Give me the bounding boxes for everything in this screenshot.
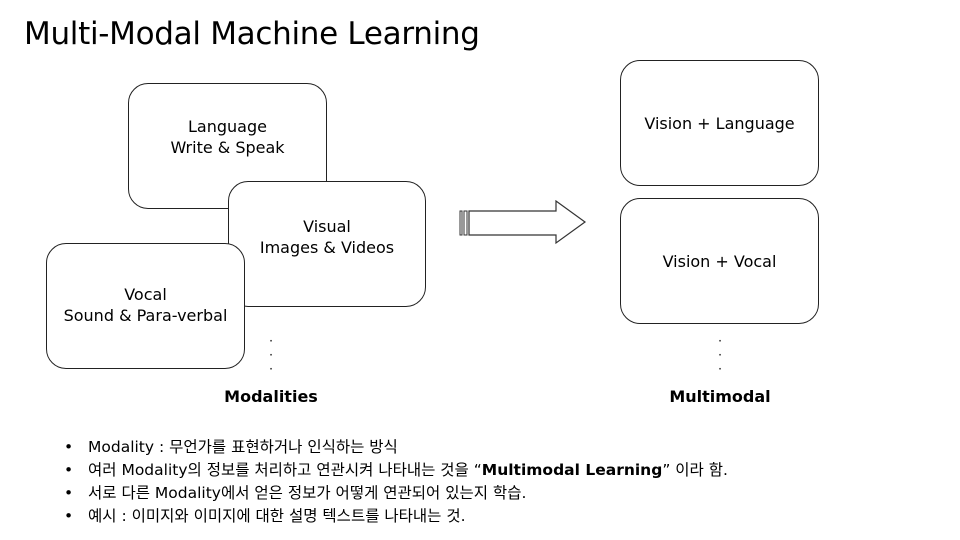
vision-language-label: Vision + Language — [644, 113, 795, 133]
multimodal-continuation-dots: · · · — [718, 334, 722, 376]
language-box: Language Write & Speak — [128, 83, 327, 209]
bullet-list: Modality : 무언가를 표현하거나 인식하는 방식 여러 Modalit… — [64, 436, 728, 528]
modalities-continuation-dots: · · · — [269, 334, 273, 376]
multimodal-label: Multimodal — [669, 387, 771, 406]
bullet-bold-term: Multimodal Learning — [481, 461, 663, 479]
vocal-title: Vocal — [124, 285, 167, 304]
right-arrow-icon — [459, 200, 587, 245]
language-subtitle: Write & Speak — [170, 138, 285, 157]
vision-language-box: Vision + Language — [620, 60, 819, 186]
bullet-item: 예시 : 이미지와 이미지에 대한 설명 텍스트를 나타내는 것. — [64, 505, 728, 528]
bullet-item: Modality : 무언가를 표현하거나 인식하는 방식 — [64, 436, 728, 459]
vision-vocal-box: Vision + Vocal — [620, 198, 819, 324]
visual-box: Visual Images & Videos — [228, 181, 426, 307]
vocal-box: Vocal Sound & Para-verbal — [46, 243, 245, 369]
bullet-text-after: ” 이라 함. — [662, 461, 728, 479]
bullet-item: 서로 다른 Modality에서 얻은 정보가 어떻게 연관되어 있는지 학습. — [64, 482, 728, 505]
modalities-label: Modalities — [224, 387, 318, 406]
visual-subtitle: Images & Videos — [259, 238, 395, 257]
vocal-subtitle: Sound & Para-verbal — [63, 306, 228, 325]
bullet-text: 서로 다른 Modality에서 얻은 정보가 어떻게 연관되어 있는지 학습. — [88, 484, 527, 502]
vision-vocal-label: Vision + Vocal — [662, 251, 777, 271]
visual-title: Visual — [303, 217, 351, 236]
bullet-text: 예시 : 이미지와 이미지에 대한 설명 텍스트를 나타내는 것. — [88, 507, 466, 525]
language-title: Language — [188, 117, 267, 136]
bullet-text: Modality : 무언가를 표현하거나 인식하는 방식 — [88, 438, 398, 456]
page-title: Multi-Modal Machine Learning — [24, 16, 480, 52]
bullet-item: 여러 Modality의 정보를 처리하고 연관시켜 나타내는 것을 “Mult… — [64, 459, 728, 482]
bullet-text-before: 여러 Modality의 정보를 처리하고 연관시켜 나타내는 것을 “ — [88, 461, 482, 479]
